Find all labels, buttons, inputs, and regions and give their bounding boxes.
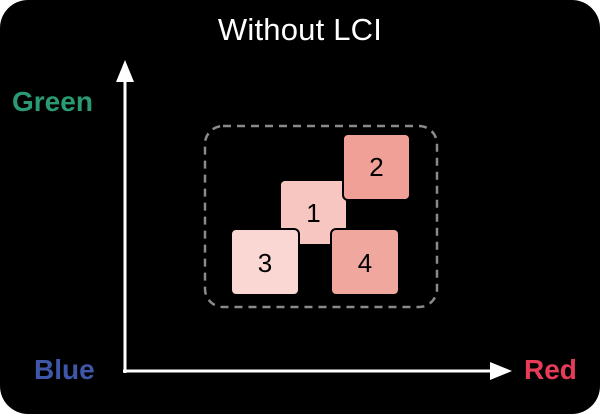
patch-4-label: 4 [358, 248, 372, 278]
patch-4-square [330, 228, 400, 296]
patch-2: 2 [342, 133, 411, 201]
axis-label-green: Green [12, 86, 93, 117]
patch-3: 3 [230, 228, 300, 296]
red-axis-arrowhead [490, 362, 512, 380]
patch-group-outline [203, 124, 439, 309]
patch-3-label: 3 [258, 248, 272, 278]
patch-4: 4 [330, 228, 400, 296]
green-axis-arrowhead [116, 60, 134, 82]
patch-2-label: 2 [369, 152, 383, 182]
patch-3-square [230, 228, 300, 296]
axis-label-blue: Blue [34, 354, 95, 385]
patch-2-square [342, 133, 411, 201]
diagram-title: Without LCI [217, 12, 383, 47]
patch-1-label: 1 [306, 198, 320, 228]
axis-label-red: Red [524, 354, 577, 385]
